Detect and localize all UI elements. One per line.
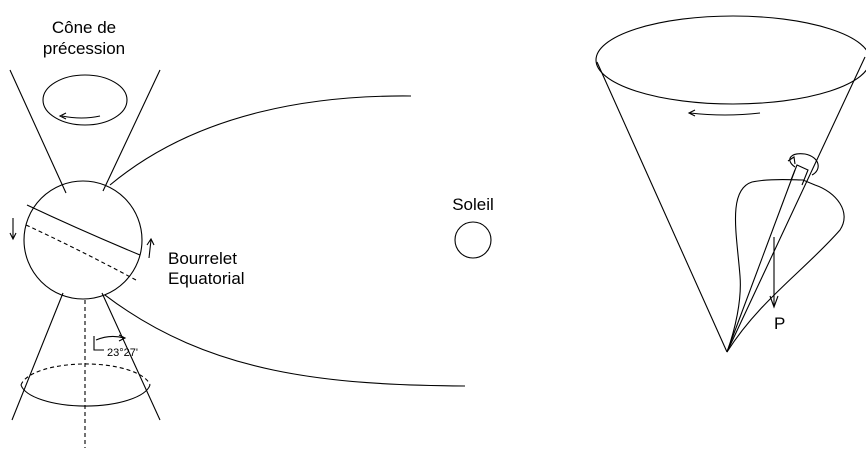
orbit-lower-arc bbox=[104, 294, 466, 387]
top-cone-rim bbox=[595, 15, 866, 105]
precession-cone-label-line2: précession bbox=[43, 39, 125, 58]
top-stem bbox=[790, 164, 809, 186]
spinning-top-figure bbox=[595, 15, 866, 353]
bulge-label-line1: Bourrelet bbox=[168, 249, 237, 268]
precession-cone-label-line1: Cône de bbox=[52, 18, 116, 37]
tilt-angle-label: 23°27' bbox=[107, 347, 138, 359]
right-rotation-arrowhead bbox=[146, 237, 155, 246]
upper-rotation-arrowhead bbox=[58, 112, 67, 120]
lower-cone-right-edge bbox=[101, 292, 161, 421]
left-rotation-arrowhead bbox=[9, 232, 17, 241]
top-cone-right-edge bbox=[726, 56, 866, 353]
equator-front-line bbox=[26, 204, 141, 256]
angle-bracket bbox=[93, 336, 104, 351]
spin-arrowhead bbox=[787, 156, 796, 165]
weight-arrowhead bbox=[769, 295, 779, 309]
lower-cone-rim-back bbox=[20, 363, 151, 386]
upper-rotation-arrow bbox=[61, 115, 101, 119]
sun-label: Soleil bbox=[452, 195, 494, 214]
right-rotation-arrow bbox=[148, 239, 152, 259]
lower-cone-left-edge bbox=[11, 292, 64, 421]
upper-cone-rim bbox=[42, 74, 128, 126]
spin-arrow bbox=[789, 153, 819, 176]
earth-sphere bbox=[23, 180, 143, 300]
sun-circle bbox=[454, 221, 492, 259]
upper-cone-left-edge bbox=[9, 69, 67, 194]
top-rotation-arrow bbox=[689, 112, 761, 116]
bulge-label-line2: Equatorial bbox=[168, 269, 245, 288]
weight-label: P bbox=[774, 314, 785, 333]
orbit-upper-arc bbox=[109, 95, 412, 186]
angle-arc-arrow bbox=[95, 335, 125, 341]
angle-arc-arrowhead bbox=[118, 334, 127, 342]
earth-precession-figure bbox=[9, 69, 161, 448]
equator-back-line bbox=[25, 224, 137, 281]
upper-cone-right-edge bbox=[102, 69, 161, 192]
top-rotation-arrowhead bbox=[687, 109, 696, 117]
lower-cone-rim-front bbox=[20, 384, 151, 407]
top-cone-left-edge bbox=[596, 61, 728, 353]
top-body bbox=[726, 178, 845, 353]
top-axis bbox=[726, 169, 796, 353]
